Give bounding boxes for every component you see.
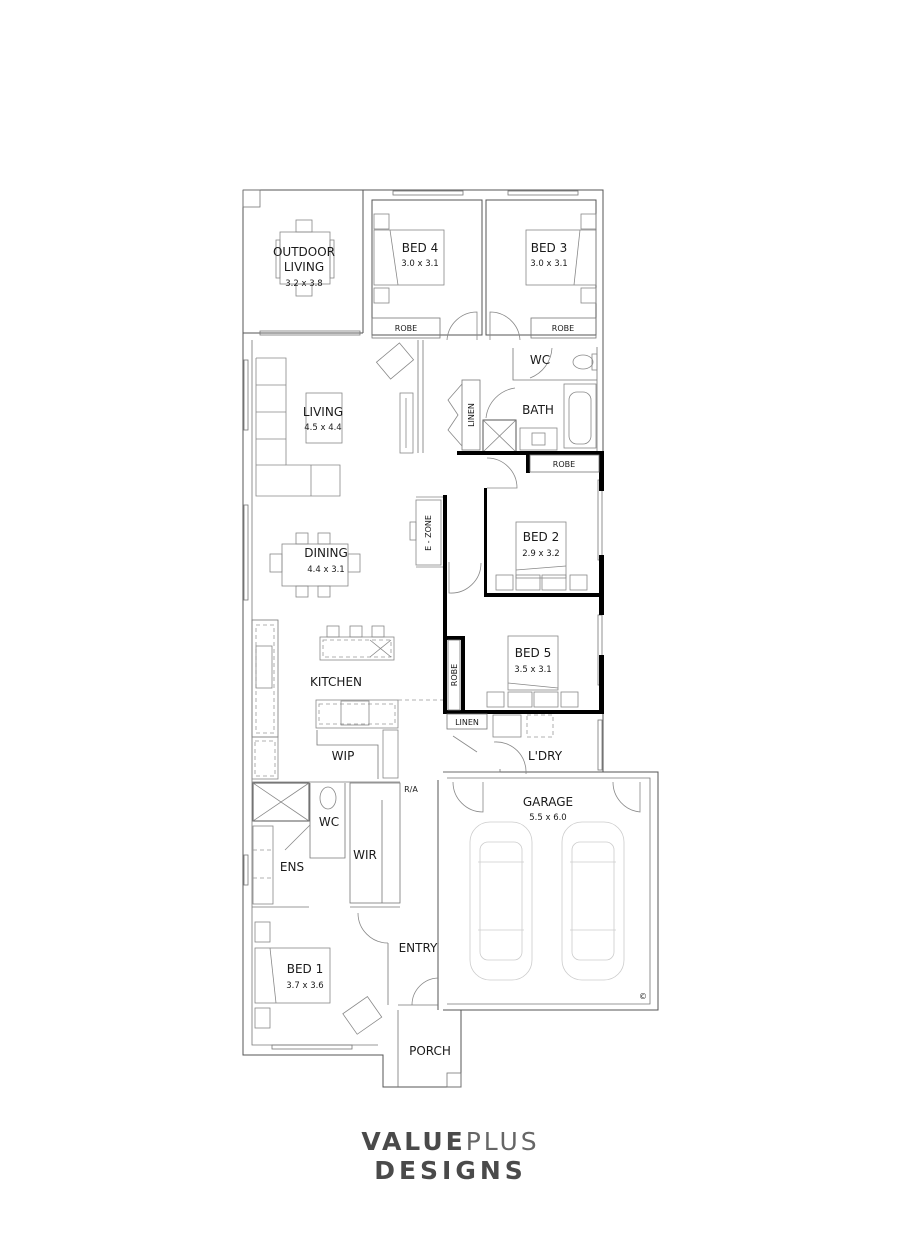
laundry-area — [443, 713, 554, 775]
room-garage-label: GARAGE — [523, 795, 573, 809]
room-dining-label: DINING — [304, 546, 348, 560]
copyright-icon: © — [639, 992, 647, 1001]
room-bed3-dims: 3.0 x 3.1 — [530, 259, 567, 269]
bed2-room — [484, 488, 604, 615]
brand-logo-value: VALUE — [361, 1127, 466, 1156]
brand-logo-plus: PLUS — [465, 1127, 540, 1156]
room-living-dims: 4.5 x 4.4 — [304, 423, 341, 433]
living-area — [255, 340, 424, 497]
room-robe-bed5-label: ROBE — [450, 664, 459, 686]
dining-table — [269, 532, 361, 598]
room-bed1-dims: 3.7 x 3.6 — [286, 981, 323, 991]
room-robe-bed4-label: ROBE — [395, 324, 417, 333]
room-outdoor-living-label-2: LIVING — [284, 260, 324, 274]
room-dining-dims: 4.4 x 3.1 — [307, 565, 344, 575]
entry-area — [387, 780, 439, 1010]
room-outdoor-living-dims: 3.2 x 3.8 — [285, 279, 322, 289]
outdoor-table — [275, 219, 335, 297]
wet-areas-upper — [447, 347, 604, 491]
kitchen-area — [251, 619, 443, 780]
room-wc-ensuite-label: WC — [319, 815, 339, 829]
bed1-room — [254, 921, 383, 1035]
room-robe-bed3-label: ROBE — [552, 324, 574, 333]
room-ra-label: R/A — [404, 785, 418, 794]
room-bath-label: BATH — [522, 403, 554, 417]
room-linen-upper-label: LINEN — [467, 403, 476, 427]
room-entry-label: ENTRY — [399, 941, 438, 955]
corridor — [409, 495, 482, 713]
room-e-zone-label: E - ZONE — [424, 515, 433, 551]
brand-logo: VALUEPLUS — [0, 1127, 901, 1156]
room-bed5-dims: 3.5 x 3.1 — [514, 665, 551, 675]
room-bed1-label: BED 1 — [287, 962, 324, 976]
bedrooms-rear — [371, 199, 597, 341]
bed5-room — [443, 635, 604, 714]
room-bed2-label: BED 2 — [523, 530, 560, 544]
room-wip-label: WIP — [332, 749, 355, 763]
room-wir-label: WIR — [353, 848, 377, 862]
room-ens-label: ENS — [280, 860, 304, 874]
room-outdoor-living-label: OUTDOOR — [273, 245, 335, 259]
room-bed2-dims: 2.9 x 3.2 — [522, 549, 559, 559]
room-garage-dims: 5.5 x 6.0 — [529, 813, 566, 823]
room-labels: OUTDOOR LIVING 3.2 x 3.8 BED 4 3.0 x 3.1… — [273, 241, 647, 1058]
room-porch-label: PORCH — [409, 1044, 451, 1058]
room-living-label: LIVING — [303, 405, 343, 419]
room-bed4-dims: 3.0 x 3.1 — [401, 259, 438, 269]
room-bed5-label: BED 5 — [515, 646, 552, 660]
room-robe-bed2-label: ROBE — [553, 460, 575, 469]
room-wc-upper-label: WC — [530, 353, 550, 367]
ensuite-area — [252, 781, 401, 944]
brand-logo-designs: DESIGNS — [374, 1156, 527, 1185]
garage-cars — [452, 781, 641, 981]
windows — [243, 190, 603, 1050]
room-laundry-label: L'DRY — [528, 749, 563, 763]
room-linen-lower-label: LINEN — [455, 718, 479, 727]
room-bed4-label: BED 4 — [402, 241, 439, 255]
room-kitchen-label: KITCHEN — [310, 675, 362, 689]
room-bed3-label: BED 3 — [531, 241, 568, 255]
